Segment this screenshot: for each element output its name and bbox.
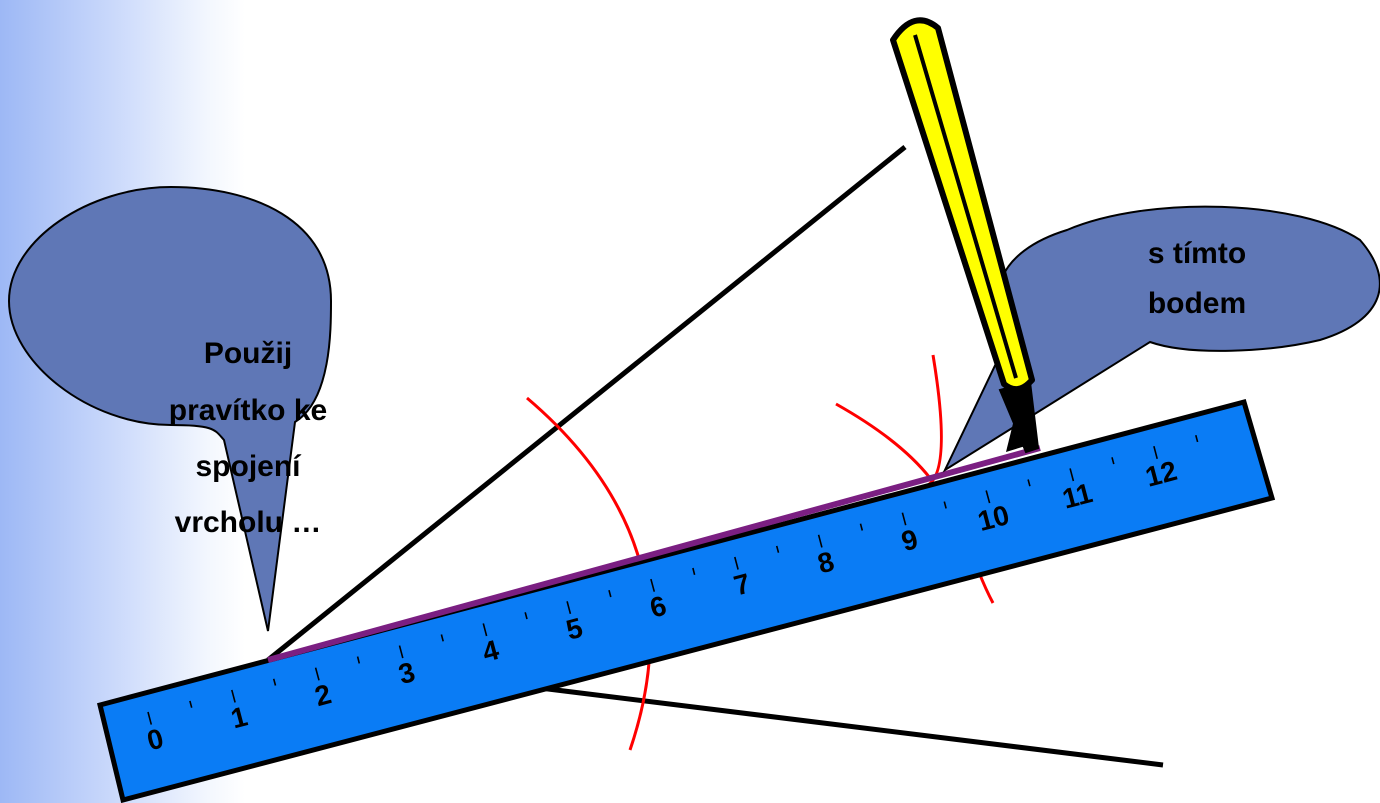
speech-bubble-left: Použij pravítko ke spojení vrcholu … [7, 185, 333, 632]
ruler-minor-tick [608, 589, 612, 598]
ruler-major-tick [398, 645, 404, 659]
ruler-major-tick [1153, 445, 1158, 460]
ruler-number-7: 7 [731, 568, 754, 602]
ruler-major-tick [901, 512, 907, 526]
bubble-left-line-3: spojení [195, 450, 302, 483]
ruler-number-5: 5 [563, 612, 586, 646]
pencil [890, 17, 1040, 454]
ruler-minor-tick [943, 501, 947, 509]
ruler-number-0: 0 [144, 723, 167, 757]
joining-segment [267, 445, 1041, 663]
compass-arc-intersect-1 [835, 402, 932, 479]
bubble-left-line-1: Použij [204, 337, 292, 370]
compass-arc-intersect-2 [927, 354, 943, 487]
ruler-number-6: 6 [647, 590, 670, 624]
ruler-minor-tick [859, 523, 864, 531]
ruler-major-tick [817, 534, 823, 548]
ruler-number-8: 8 [814, 545, 837, 579]
ruler-major-tick [1069, 468, 1075, 482]
ruler-number-10: 10 [974, 499, 1012, 537]
bubble-right-line-1: s tímto [1148, 237, 1246, 270]
ruler-major-tick [231, 689, 236, 703]
ruler-minor-tick [440, 634, 444, 642]
angle-arm-upper [266, 145, 907, 662]
ruler-minor-tick [1111, 457, 1115, 465]
ruler-major-tick [314, 667, 320, 681]
ruler-major-tick [566, 601, 572, 615]
ruler-minor-tick [1195, 434, 1199, 443]
ruler-major-tick [650, 578, 656, 592]
ruler-number-12: 12 [1142, 455, 1180, 493]
ruler-number-1: 1 [228, 700, 251, 734]
bubble-left-line-2: pravítko ke [169, 394, 327, 427]
ruler-major-tick [482, 623, 488, 637]
ruler-minor-tick [1027, 479, 1031, 487]
angle-arm-lower [539, 685, 1164, 768]
speech-bubble-right: s tímto bodem [942, 205, 1380, 473]
ruler-minor-tick [189, 700, 193, 708]
ruler-major-tick [734, 556, 739, 570]
ruler-major-tick [147, 711, 153, 725]
ruler-minor-tick [272, 678, 277, 686]
ruler-number-9: 9 [898, 523, 921, 557]
ruler-minor-tick [775, 545, 780, 553]
ruler-number-3: 3 [395, 656, 418, 690]
ruler-major-tick [985, 490, 991, 504]
ruler-number-2: 2 [311, 678, 334, 712]
bubble-right-line-2: bodem [1148, 287, 1246, 320]
ruler-minor-tick [356, 656, 361, 664]
ruler-minor-tick [524, 612, 528, 620]
bubble-left-line-4: vrcholu … [175, 506, 322, 539]
ruler-minor-tick [692, 567, 696, 575]
